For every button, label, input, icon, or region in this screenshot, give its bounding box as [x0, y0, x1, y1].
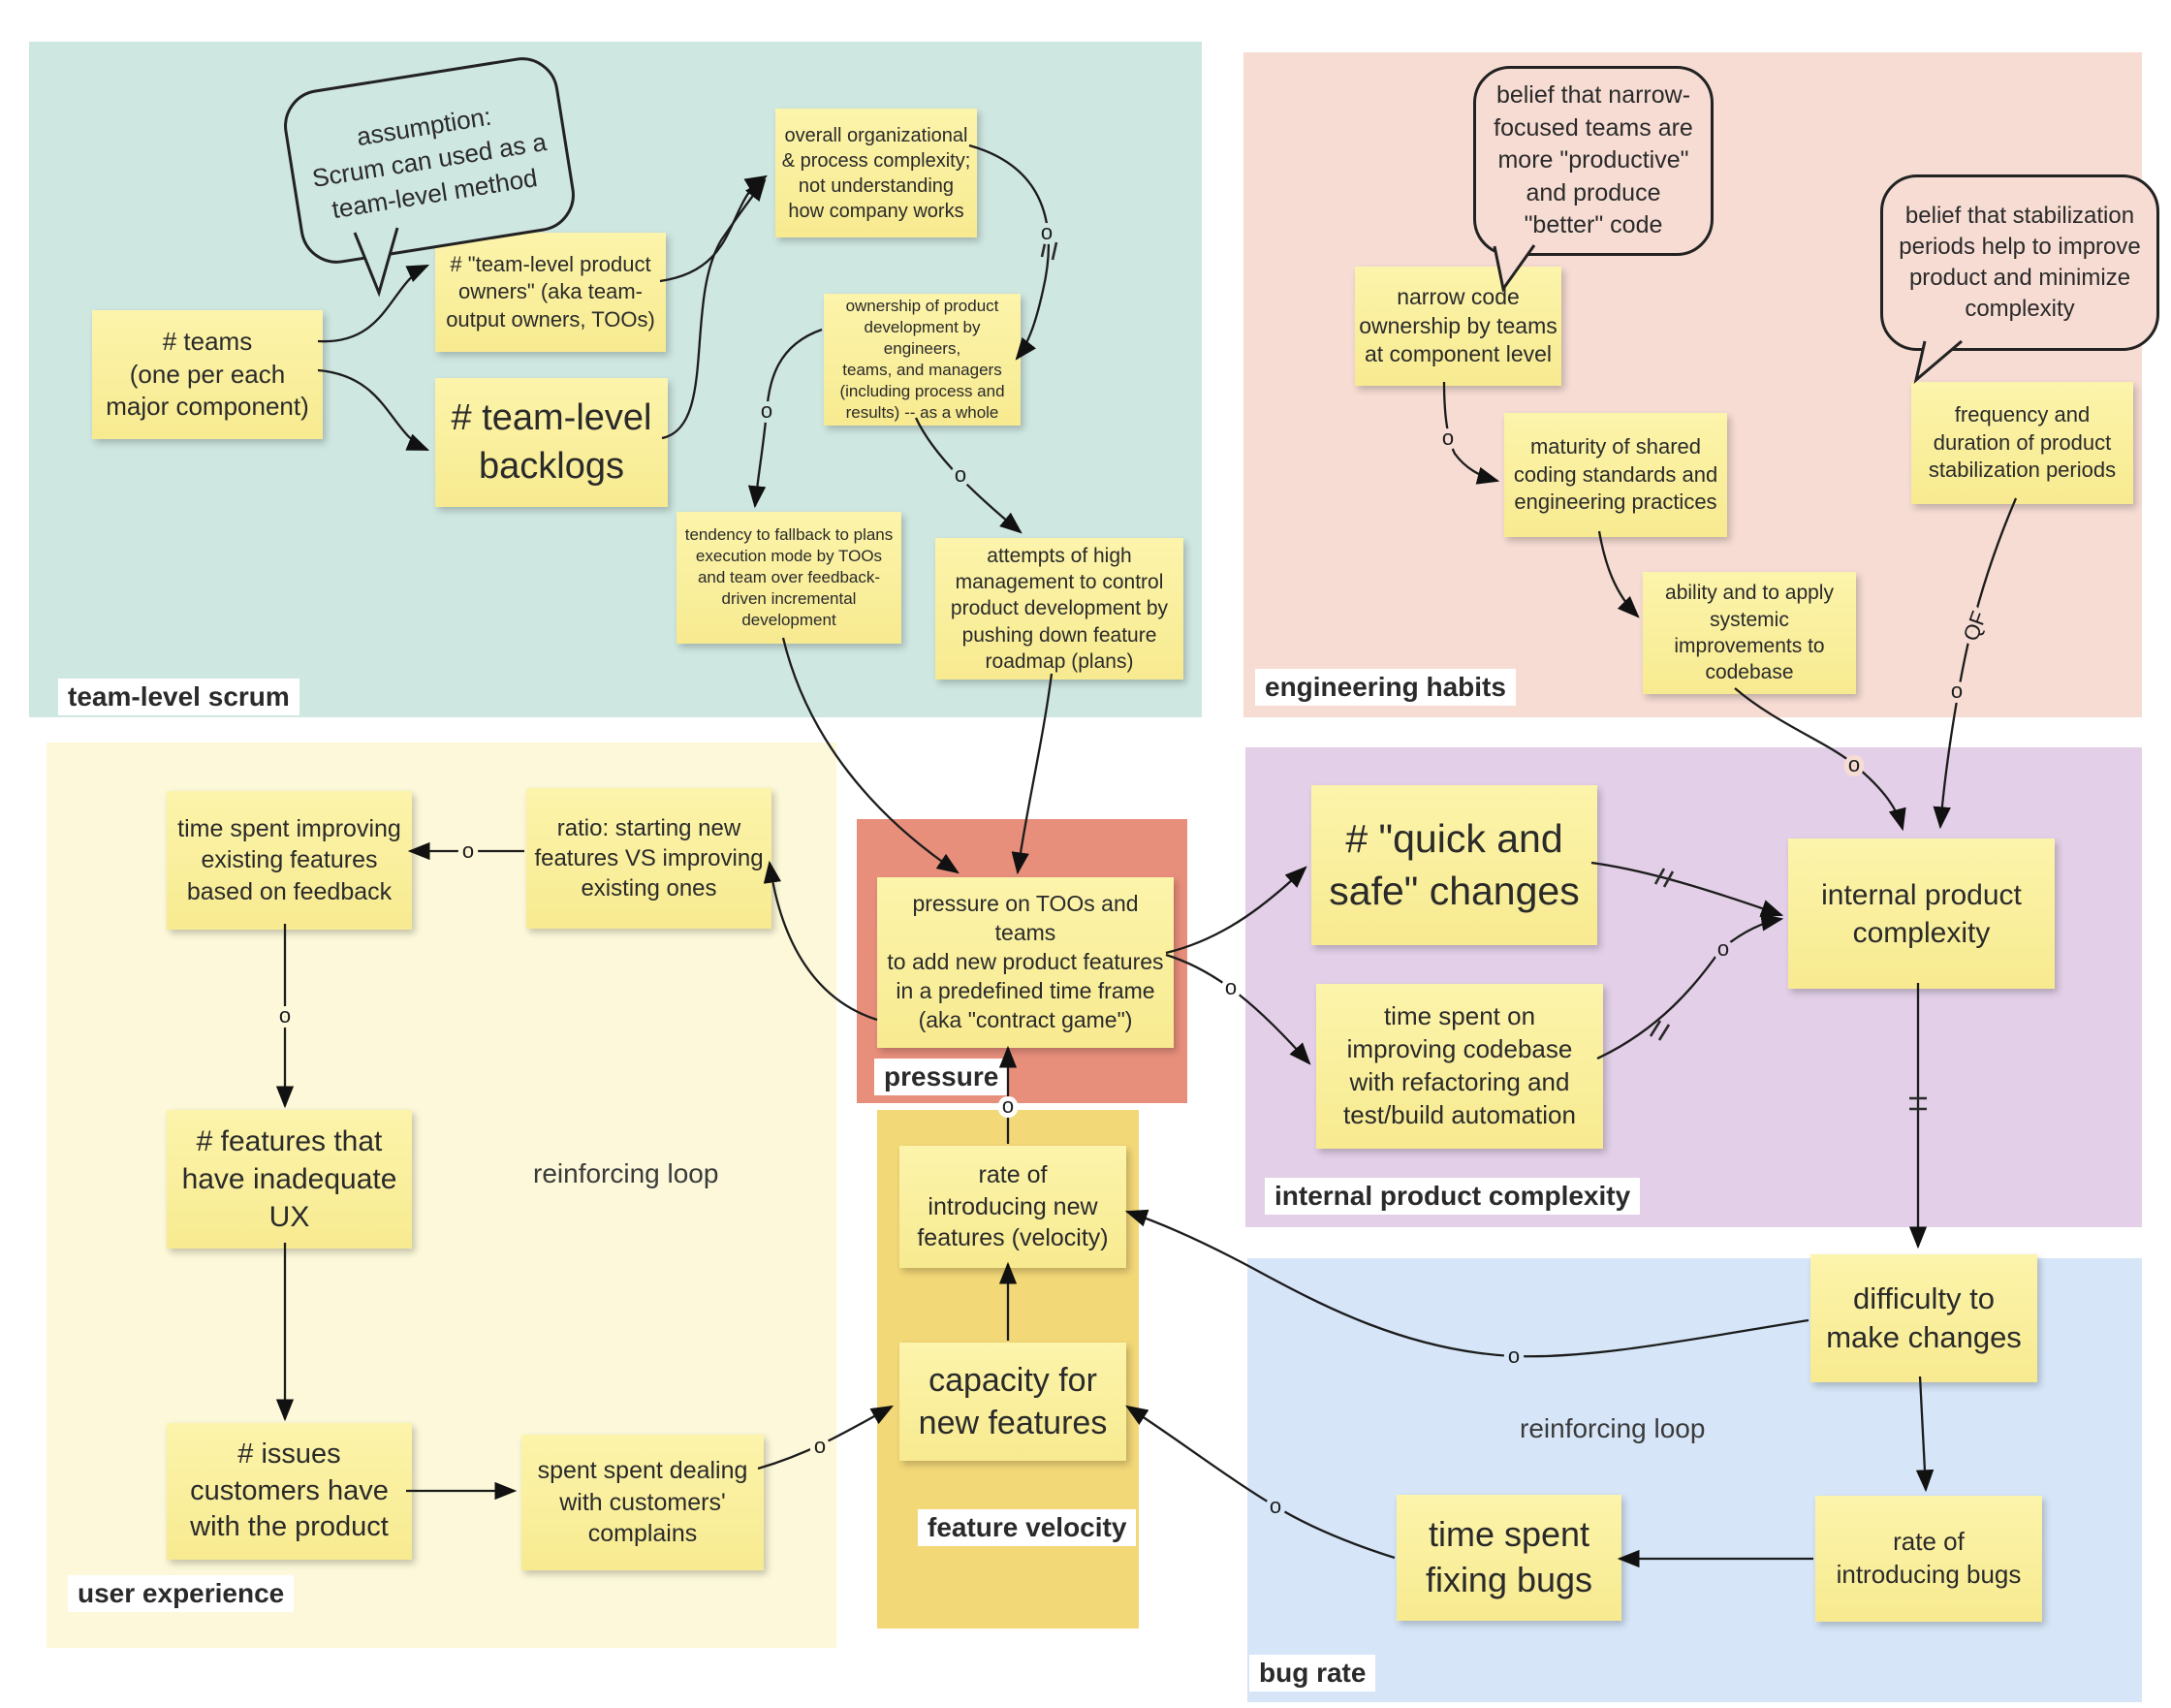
label-internal-product-complexity[interactable]: internal product complexity [1265, 1178, 1641, 1216]
sticky-capacity-new-features[interactable]: capacity for new features [899, 1343, 1126, 1461]
label-user-experience[interactable]: user experience [68, 1575, 295, 1613]
sticky-tendency-fallback-plans[interactable]: tendency to fallback to plans execution … [676, 512, 901, 644]
sticky-features-inadequate-ux[interactable]: # features that have inadequate UX [167, 1110, 412, 1249]
sticky-rate-introducing-features[interactable]: rate of introducing new features (veloci… [899, 1146, 1126, 1268]
sticky-num-teams[interactable]: # teams (one per each major component) [92, 310, 323, 439]
label-team-level-scrum[interactable]: team-level scrum [58, 679, 299, 716]
label-bug-rate[interactable]: bug rate [1249, 1655, 1376, 1692]
speech-bubble-belief-stabilization[interactable]: belief that stabilization periods help t… [1880, 174, 2159, 351]
sticky-narrow-code-ownership[interactable]: narrow code ownership by teams at compon… [1355, 267, 1561, 386]
sticky-team-level-backlogs[interactable]: # team-level backlogs [435, 378, 668, 507]
reinforcing-loop-text-bug: reinforcing loop [1520, 1413, 1706, 1443]
reinforcing-loop-text-ux: reinforcing loop [533, 1158, 719, 1188]
sticky-team-level-product-owners[interactable]: # "team-level product owners" (aka team-… [435, 233, 666, 352]
sticky-quick-and-safe-changes[interactable]: # "quick and safe" changes [1311, 785, 1597, 945]
speech-bubble-belief-narrow-teams[interactable]: belief that narrow- focused teams are mo… [1473, 66, 1714, 256]
sticky-ability-systemic-improvements[interactable]: ability and to apply systemic improvemen… [1643, 572, 1856, 694]
sticky-issues-customers-have[interactable]: # issues customers have with the product [167, 1423, 412, 1560]
sticky-maturity-shared-standards[interactable]: maturity of shared coding standards and … [1504, 413, 1727, 537]
sticky-time-improving-codebase[interactable]: time spent on improving codebase with re… [1316, 984, 1603, 1149]
sticky-difficulty-make-changes[interactable]: difficulty to make changes [1810, 1254, 2037, 1382]
sticky-time-improving-features[interactable]: time spent improving existing features b… [167, 791, 412, 930]
sticky-spent-dealing-complains[interactable]: spent spent dealing with customers' comp… [521, 1435, 764, 1570]
sticky-overall-complexity[interactable]: overall organizational & process complex… [775, 109, 977, 237]
label-engineering-habits[interactable]: engineering habits [1255, 669, 1516, 707]
sticky-attempts-high-management[interactable]: attempts of high management to control p… [935, 538, 1183, 680]
connector-mark-o: o [1225, 975, 1237, 999]
sticky-pressure-on-toos[interactable]: pressure on TOOs and teams to add new pr… [877, 877, 1174, 1048]
label-pressure[interactable]: pressure [874, 1059, 1009, 1096]
sticky-time-fixing-bugs[interactable]: time spent fixing bugs [1397, 1495, 1621, 1621]
sticky-rate-introducing-bugs[interactable]: rate of introducing bugs [1815, 1496, 2042, 1622]
label-feature-velocity[interactable]: feature velocity [918, 1509, 1137, 1547]
sticky-frequency-stabilization[interactable]: frequency and duration of product stabil… [1911, 382, 2133, 504]
sticky-ratio-new-vs-improving[interactable]: ratio: starting new features VS improvin… [526, 788, 771, 929]
sticky-internal-product-complexity[interactable]: internal product complexity [1788, 838, 2055, 989]
sticky-ownership-of-product-dev[interactable]: ownership of product development by engi… [824, 294, 1021, 426]
